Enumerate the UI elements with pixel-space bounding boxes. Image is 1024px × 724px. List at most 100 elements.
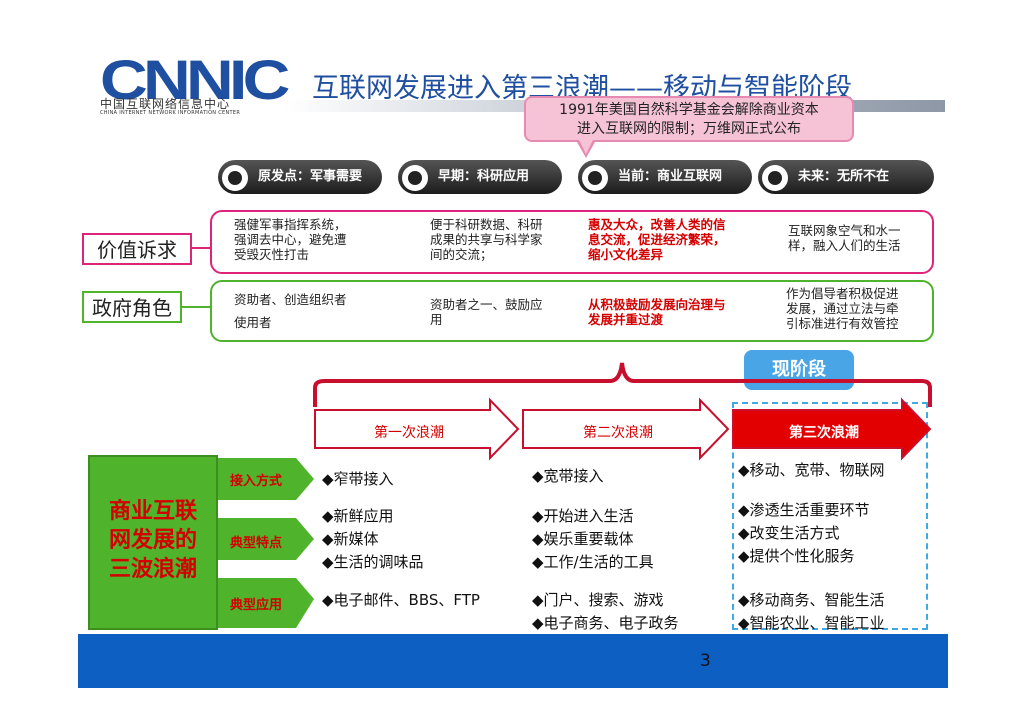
- list-item: ◆改变生活方式: [738, 524, 840, 542]
- list-group: ◆新鲜应用 ◆新媒体 ◆生活的调味品: [322, 505, 424, 574]
- callout-box: 1991年美国自然科学基金会解除商业资本 进入互联网的限制；万维网正式公布: [524, 96, 854, 142]
- list-item: ◆娱乐重要载体: [532, 530, 634, 548]
- list-item: ◆电子邮件、BBS、FTP: [322, 591, 480, 609]
- stage-dot-icon: [762, 165, 788, 191]
- logo-english-name: CHINA INTERNET NETWORK INFORMATION CENTE…: [100, 110, 241, 116]
- list-item: ◆新鲜应用: [322, 507, 394, 525]
- cnnic-logo: CNNIC: [100, 48, 290, 111]
- gov-cell-future: 作为倡导者积极促进 发展，通过立法与牵 引标准进行有效管控: [786, 286, 899, 331]
- cell-line: 使用者: [234, 315, 272, 330]
- value-row-box: [210, 210, 934, 274]
- stage-label: 原发点：军事需要: [258, 169, 363, 184]
- main-category-line: 网发展的: [108, 528, 197, 553]
- gov-row-connector: [182, 306, 212, 308]
- cell-line: 强调去中心，避免遭: [234, 232, 347, 247]
- list-item: ◆提供个性化服务: [738, 547, 855, 565]
- list-item: ◆生活的调味品: [322, 553, 424, 571]
- stage-dot-icon: [222, 165, 248, 191]
- footer-bar: [78, 634, 948, 688]
- gov-row-box: [210, 280, 934, 342]
- wave-1-label: 第一次浪潮: [374, 425, 444, 441]
- sub-category-access: 接入方式: [230, 474, 283, 489]
- cell-line: 强健军事指挥系统，: [234, 217, 347, 232]
- sub-category-chevrons: [218, 458, 314, 628]
- logo-chinese-name: 中国互联网络信息中心: [100, 97, 231, 111]
- main-category-line: 三波浪潮: [108, 557, 197, 582]
- cell-line: 成果的共享与科学家: [430, 232, 543, 247]
- brace-bracket: [313, 362, 932, 407]
- list-item: ◆工作/生活的工具: [532, 553, 654, 571]
- sub-category-apps: 典型应用: [230, 598, 283, 613]
- list-item: ◆移动、宽带、物联网: [738, 461, 885, 479]
- list-item: ◆窄带接入: [322, 470, 394, 488]
- cell-line: 资助者、创造组织者: [234, 292, 347, 307]
- wave-arrow-1: [314, 397, 520, 461]
- cell-line: 资助者之一、鼓励应: [430, 297, 543, 312]
- cell-line: 惠及大众，改善人类的信: [588, 217, 726, 232]
- main-category: 商业互联 网发展的 三波浪潮: [88, 455, 218, 630]
- gov-row-label: 政府角色: [82, 291, 182, 323]
- stage-dot-icon: [582, 165, 608, 191]
- cell-line: 缩小文化差异: [588, 247, 664, 262]
- value-row-label: 价值诉求: [82, 233, 192, 265]
- callout-line-1: 1991年美国自然科学基金会解除商业资本: [559, 102, 819, 118]
- wave-arrow-3: [732, 397, 932, 461]
- list-item: ◆开始进入生活: [532, 507, 634, 525]
- value-cell-current: 惠及大众，改善人类的信 息交流，促进经济繁荣， 缩小文化差异: [588, 217, 726, 262]
- cell-line: 样，融入人们的生活: [788, 238, 901, 253]
- gov-cell-early: 资助者之一、鼓励应 用: [430, 297, 543, 327]
- wave-arrows-graphic: [313, 362, 932, 461]
- stage-pill-future: 未来：无所不在: [758, 160, 934, 194]
- callout-line-2: 进入互联网的限制；万维网正式公布: [577, 121, 801, 137]
- cell-line: 引标准进行有效管控: [786, 316, 899, 331]
- wave-3: 第三次浪潮: [733, 410, 915, 448]
- cell-line: 间的交流；: [430, 247, 493, 262]
- list-item: ◆渗透生活重要环节: [738, 501, 870, 519]
- value-cell-origin: 强健军事指挥系统， 强调去中心，避免遭 受毁灭性打击: [234, 217, 347, 262]
- gov-cell-origin: 资助者、创造组织者 使用者: [234, 288, 347, 334]
- current-stage-highlight: [732, 402, 928, 630]
- wave-3-label: 第三次浪潮: [789, 425, 859, 441]
- stage-label: 当前：商业互联网: [618, 169, 723, 184]
- stage-label: 早期：科研应用: [438, 169, 530, 184]
- list-group: ◆门户、搜索、游戏 ◆电子商务、电子政务: [532, 589, 679, 635]
- value-cell-early: 便于科研数据、科研 成果的共享与科学家 间的交流；: [430, 217, 543, 262]
- list-item: ◆门户、搜索、游戏: [532, 591, 664, 609]
- main-category-line: 商业互联: [108, 499, 197, 524]
- list-group: ◆渗透生活重要环节 ◆改变生活方式 ◆提供个性化服务: [738, 499, 870, 568]
- stage-pill-early: 早期：科研应用: [398, 160, 562, 194]
- wave-2-label: 第二次浪潮: [583, 425, 653, 441]
- list-group: ◆移动商务、智能生活 ◆智能农业、智能工业: [738, 589, 885, 635]
- gov-cell-current: 从积极鼓励发展向治理与 发展并重过渡: [588, 297, 726, 327]
- current-stage-badge: 现阶段: [744, 350, 854, 390]
- page-number: 3: [700, 651, 711, 671]
- sub-category-chevron: [218, 518, 314, 560]
- list-item: ◆电子商务、电子政务: [532, 614, 679, 632]
- sub-category-chevron: [218, 578, 314, 628]
- sub-category-features: 典型特点: [230, 536, 283, 551]
- value-cell-future: 互联网象空气和水一 样，融入人们的生活: [788, 223, 901, 253]
- cell-line: 用: [430, 312, 443, 327]
- cell-line: 发展，通过立法与牵: [786, 301, 899, 316]
- stage-pill-current: 当前：商业互联网: [578, 160, 752, 194]
- wave-2: 第二次浪潮: [523, 410, 713, 448]
- cell-line: 作为倡导者积极促进: [786, 286, 899, 301]
- list-item: ◆新媒体: [322, 530, 379, 548]
- cell-line: 从积极鼓励发展向治理与: [588, 297, 726, 312]
- list-item: ◆智能农业、智能工业: [738, 614, 885, 632]
- stage-label: 未来：无所不在: [798, 169, 890, 184]
- list-item: ◆移动商务、智能生活: [738, 591, 885, 609]
- callout-tail-inner: [579, 140, 593, 154]
- cell-line: 互联网象空气和水一: [788, 223, 901, 238]
- stage-dot-icon: [402, 165, 428, 191]
- sub-category-chevron: [218, 458, 314, 500]
- cell-line: 受毁灭性打击: [234, 247, 310, 262]
- cell-line: 发展并重过渡: [588, 312, 664, 327]
- stage-pill-origin: 原发点：军事需要: [218, 160, 382, 194]
- value-row-connector: [192, 247, 212, 249]
- list-item: ◆宽带接入: [532, 467, 604, 485]
- wave-arrow-2: [522, 397, 730, 461]
- cell-line: 息交流，促进经济繁荣，: [588, 232, 726, 247]
- wave-1: 第一次浪潮: [315, 410, 503, 448]
- cell-line: 便于科研数据、科研: [430, 217, 543, 232]
